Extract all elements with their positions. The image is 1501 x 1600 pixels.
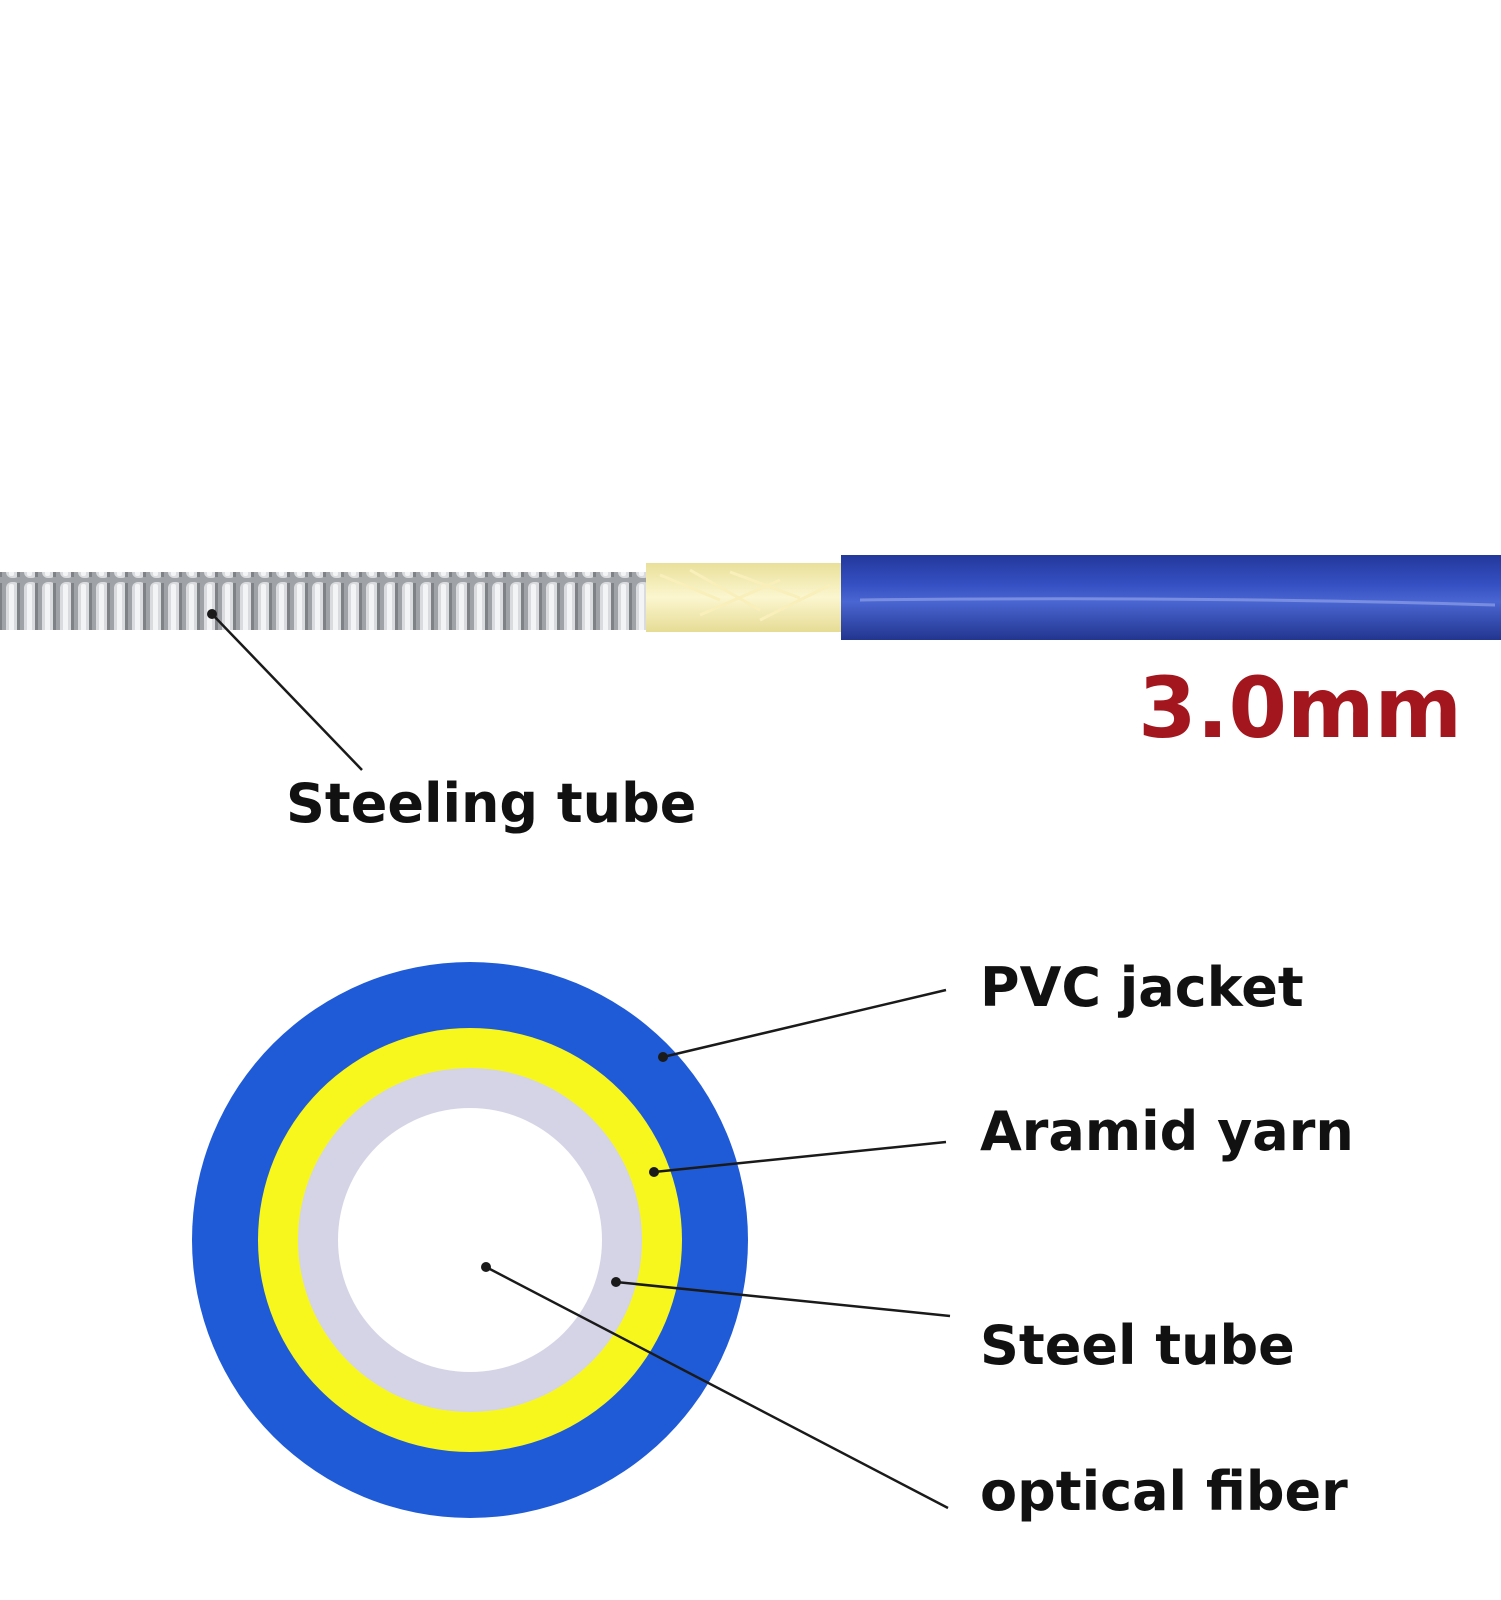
pvc-jacket-leader-dot bbox=[658, 1052, 668, 1062]
jacket-highlight bbox=[859, 597, 1496, 607]
steel-tube-leader bbox=[615, 1280, 951, 1318]
steeling-tube-leader bbox=[211, 613, 363, 771]
aramid-yarn-leader-dot bbox=[649, 1167, 659, 1177]
dimension-label: 3.0mm bbox=[1138, 659, 1462, 757]
steel-tube-label: Steel tube bbox=[980, 1314, 1295, 1377]
optical-fiber-leader bbox=[485, 1265, 949, 1510]
pvc-jacket-leader bbox=[662, 988, 947, 1059]
steel-tube-leader-dot bbox=[611, 1277, 621, 1287]
cross-section: PVC jacket Aramid yarn Steel tube optica… bbox=[192, 956, 1354, 1523]
cable-side-view: Steeling tube 3.0mm bbox=[0, 555, 1501, 835]
steeling-tube-label: Steeling tube bbox=[286, 772, 696, 835]
optical-fiber-label: optical fiber bbox=[980, 1460, 1348, 1523]
inner-void bbox=[338, 1108, 602, 1372]
steeling-tube-leader-dot bbox=[207, 609, 217, 619]
steeling-tube-segment bbox=[0, 572, 648, 630]
aramid-yarn-label: Aramid yarn bbox=[980, 1100, 1354, 1163]
pvc-jacket-label: PVC jacket bbox=[980, 956, 1304, 1019]
aramid-yarn-leader bbox=[653, 1140, 947, 1174]
pvc-jacket-segment bbox=[841, 555, 1501, 640]
aramid-strands bbox=[659, 568, 831, 622]
optical-fiber-leader-dot bbox=[481, 1262, 491, 1272]
